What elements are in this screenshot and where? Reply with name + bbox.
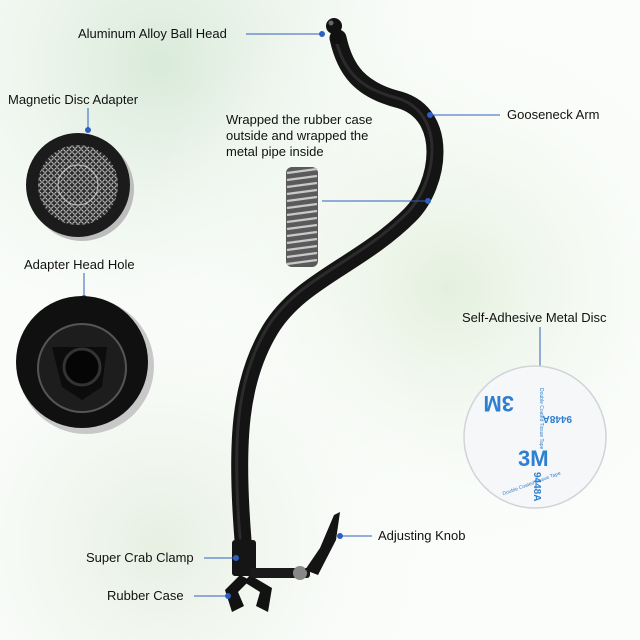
label-wrapped-line3: metal pipe inside: [226, 144, 324, 159]
label-self-adhesive-metal-disc: Self-Adhesive Metal Disc: [462, 310, 607, 325]
crab-clamp: [225, 512, 340, 612]
disc-subtitle-top: Double Coated Tissue Tape: [538, 388, 544, 450]
label-ball-head: Aluminum Alloy Ball Head: [78, 26, 227, 41]
label-magnetic-disc-adapter: Magnetic Disc Adapter: [8, 92, 139, 107]
label-super-crab-clamp: Super Crab Clamp: [86, 550, 194, 565]
metal-pipe-sample-image: [286, 167, 318, 267]
label-adapter-head-hole: Adapter Head Hole: [24, 257, 135, 272]
disc-brand-top: 3M: [483, 391, 514, 416]
disc-model-mid: 9448A: [531, 472, 542, 501]
adapter-head-hole-image: [16, 296, 154, 434]
label-wrapped-line1: Wrapped the rubber case: [226, 112, 373, 127]
ball-head: [326, 18, 342, 34]
label-adjusting-knob: Adjusting Knob: [378, 528, 466, 543]
label-wrapped-line2: outside and wrapped the: [226, 128, 369, 143]
magnetic-disc-adapter-image: [26, 133, 134, 241]
self-adhesive-metal-disc-image: 3M 3M 9448A 9448A Double Coated Tissue T…: [463, 365, 607, 509]
label-gooseneck-arm: Gooseneck Arm: [507, 107, 600, 122]
disc-model-right: 9448A: [543, 413, 572, 424]
disc-brand-mid: 3M: [518, 446, 549, 471]
label-rubber-case: Rubber Case: [107, 588, 184, 603]
